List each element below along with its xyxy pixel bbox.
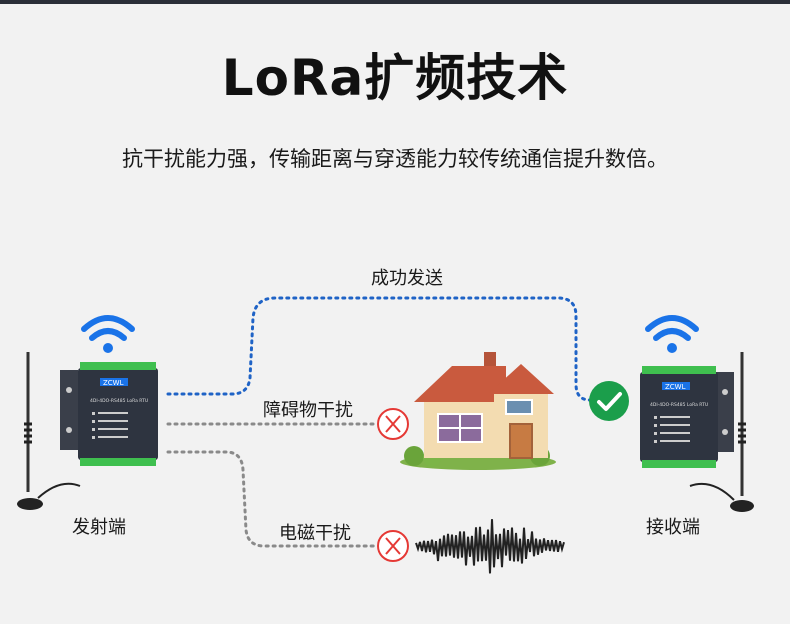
sender-device: ZCWL 4DI-4DO-RS485 LoRa RTU	[17, 352, 158, 510]
obstacle-label: 障碍物干扰	[263, 400, 353, 421]
top-border	[0, 0, 790, 4]
sender-label: 发射端	[72, 517, 126, 538]
receiver-wifi-icon	[645, 315, 699, 353]
receiver-label: 接收端	[646, 517, 700, 538]
page-title: LoRa扩频技术	[221, 49, 569, 107]
success-path	[166, 296, 592, 402]
sender-wifi-icon	[81, 315, 135, 353]
success-label: 成功发送	[371, 268, 443, 289]
obstacle-fail-icon	[377, 408, 409, 440]
emi-label: 电磁干扰	[279, 523, 351, 544]
success-check-icon	[589, 381, 629, 421]
emi-waveform	[415, 519, 565, 574]
receiver-brand: ZCWL	[665, 383, 686, 391]
sender-brand: ZCWL	[103, 379, 124, 387]
receiver-device: ZCWL 4DI-4DO-RS485 LoRa RTU	[640, 352, 754, 512]
house-icon	[400, 352, 556, 470]
sender-model: 4DI-4DO-RS485 LoRa RTU	[90, 398, 148, 404]
receiver-model: 4DI-4DO-RS485 LoRa RTU	[650, 402, 708, 408]
emi-path	[166, 450, 380, 548]
emi-fail-icon	[377, 530, 409, 562]
page-subtitle: 抗干扰能力强，传输距离与穿透能力较传统通信提升数倍。	[122, 147, 668, 171]
